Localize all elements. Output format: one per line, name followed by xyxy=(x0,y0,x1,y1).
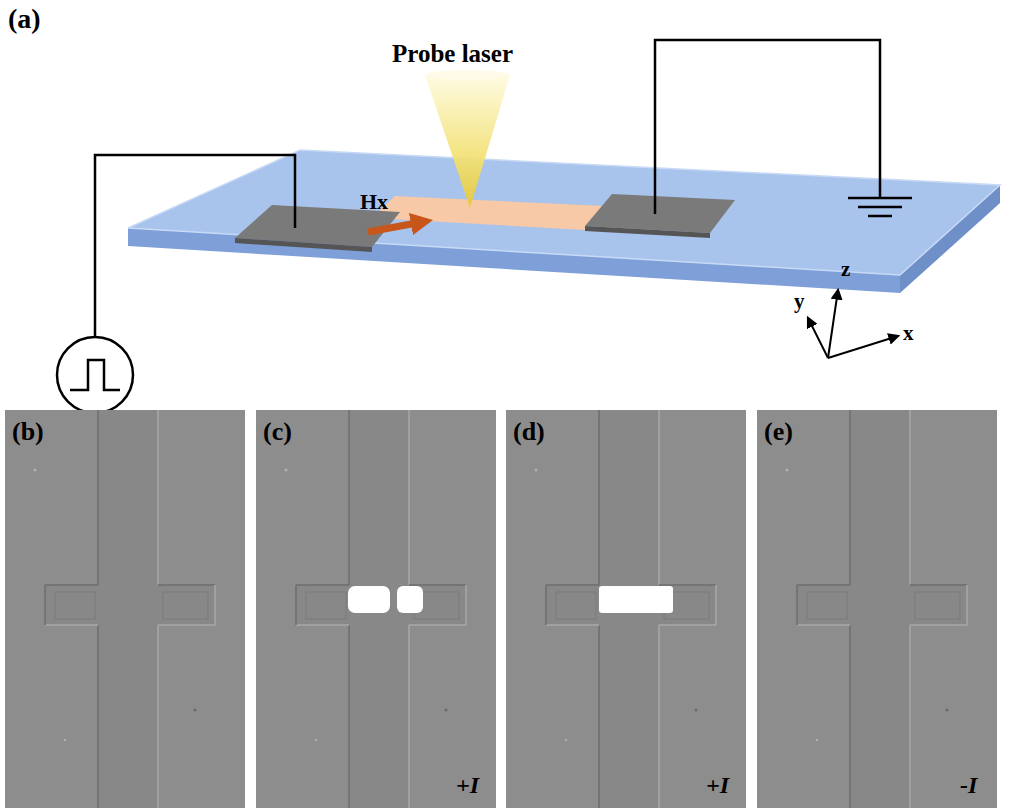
pulse-source xyxy=(57,337,133,413)
panel-label: (d) xyxy=(513,418,545,447)
field-arrow xyxy=(368,222,422,232)
current-label: +I xyxy=(706,772,729,798)
kerr-image xyxy=(757,410,997,808)
ground-symbol xyxy=(848,197,912,200)
ground-symbol xyxy=(868,215,892,218)
field-label: Hx xyxy=(360,190,388,214)
current-label: +I xyxy=(456,772,479,798)
wire xyxy=(95,155,295,337)
panel-label: (c) xyxy=(263,418,292,447)
panel-label: (b) xyxy=(12,418,44,447)
laser-top xyxy=(425,70,509,80)
current-label: -I xyxy=(960,772,977,798)
panel-label: (e) xyxy=(764,418,793,447)
laser-label: Probe laser xyxy=(392,40,513,68)
wire xyxy=(655,40,880,214)
substrate-top xyxy=(128,150,1000,275)
z-axis xyxy=(828,290,838,358)
kerr-image xyxy=(5,410,245,808)
y-axis xyxy=(808,318,828,358)
electrode-edge xyxy=(235,238,372,252)
axis-label: y xyxy=(794,290,805,313)
x-axis xyxy=(828,336,898,358)
switched-domain xyxy=(348,586,390,613)
pulse-symbol xyxy=(70,360,120,390)
panel-label: (a) xyxy=(8,4,41,35)
ground-symbol xyxy=(858,206,902,209)
electrode-edge xyxy=(585,226,710,238)
kerr-image xyxy=(506,410,746,808)
axis-label: z xyxy=(841,258,850,281)
laser-cone xyxy=(425,75,510,208)
electrode xyxy=(585,194,735,233)
switched-domain xyxy=(599,586,673,613)
axis-label: x xyxy=(903,322,914,345)
kerr-image xyxy=(256,410,496,808)
switched-domain xyxy=(397,586,423,613)
